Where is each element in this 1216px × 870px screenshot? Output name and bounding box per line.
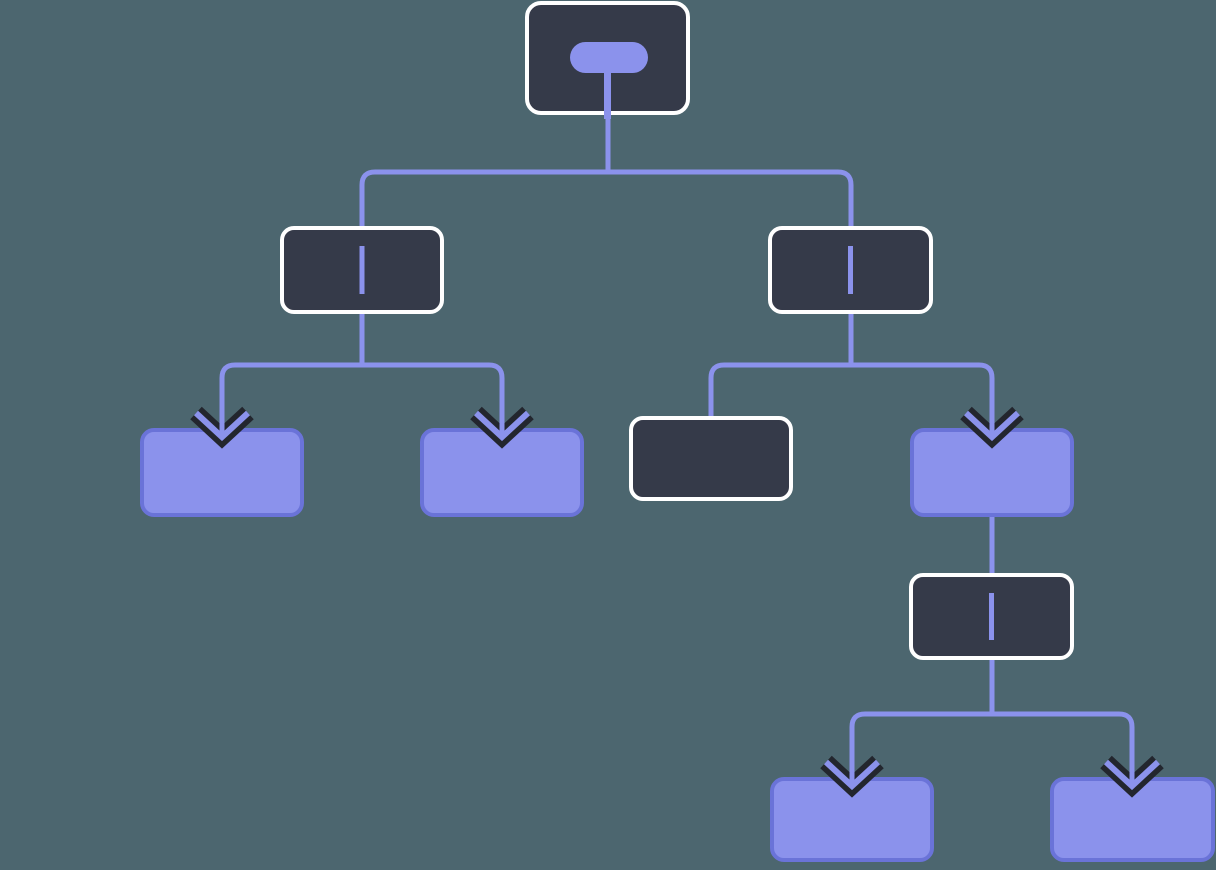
line-through-layer [359, 246, 994, 640]
root-node-pill [570, 42, 648, 73]
edge-branch-right-to-branch-sub[interactable] [851, 362, 995, 437]
edge-branch-right-to-leaf-dark[interactable] [708, 362, 851, 418]
edge-root-to-branch-left[interactable] [359, 169, 608, 312]
edge-branch-deep-to-leaf-3[interactable] [849, 711, 992, 786]
node-layer [140, 1, 1215, 862]
edge-branch-left-to-leaf-1[interactable] [219, 362, 362, 437]
arrowhead-layer [190, 391, 1164, 798]
edge-layer [219, 113, 1135, 786]
leaf-node-dark[interactable] [629, 416, 793, 501]
edge-branch-deep-to-leaf-4[interactable] [992, 711, 1135, 786]
root-node-pill-stem [604, 73, 611, 119]
edge-branch-left-to-leaf-2[interactable] [362, 362, 505, 437]
edge-root-to-branch-right[interactable] [608, 169, 854, 312]
